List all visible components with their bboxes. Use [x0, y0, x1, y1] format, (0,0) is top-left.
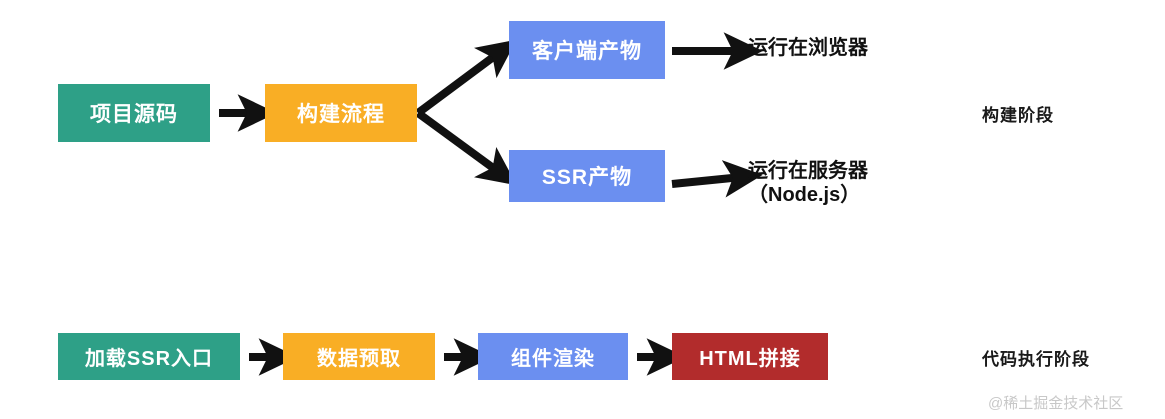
node-html-concat[interactable]: HTML拼接 — [672, 333, 828, 380]
stage-label-build: 构建阶段 — [982, 106, 1054, 125]
node-prefetch-data[interactable]: 数据预取 — [283, 333, 435, 380]
label-runs-on-server: 运行在服务器 （Node.js） — [748, 160, 868, 207]
label-runs-in-browser: 运行在浏览器 — [748, 37, 868, 59]
arrow-build-to-ssr-artifact — [415, 109, 517, 186]
arrow-build-to-client-artifact — [415, 39, 517, 117]
label-runs-on-server-line2: （Node.js） — [748, 183, 861, 206]
node-ssr-artifact[interactable]: SSR产物 — [509, 150, 665, 202]
watermark: @稀土掘金技术社区 — [988, 395, 1124, 412]
label-runs-on-server-line1: 运行在服务器 — [748, 160, 868, 182]
node-project-source[interactable]: 项目源码 — [58, 84, 210, 142]
node-client-artifact[interactable]: 客户端产物 — [509, 21, 665, 79]
node-load-ssr-entry[interactable]: 加载SSR入口 — [58, 333, 240, 380]
node-build-process[interactable]: 构建流程 — [265, 84, 417, 142]
stage-label-runtime: 代码执行阶段 — [982, 350, 1090, 369]
arrow-ssr-to-server — [671, 160, 763, 198]
node-component-render[interactable]: 组件渲染 — [478, 333, 628, 380]
